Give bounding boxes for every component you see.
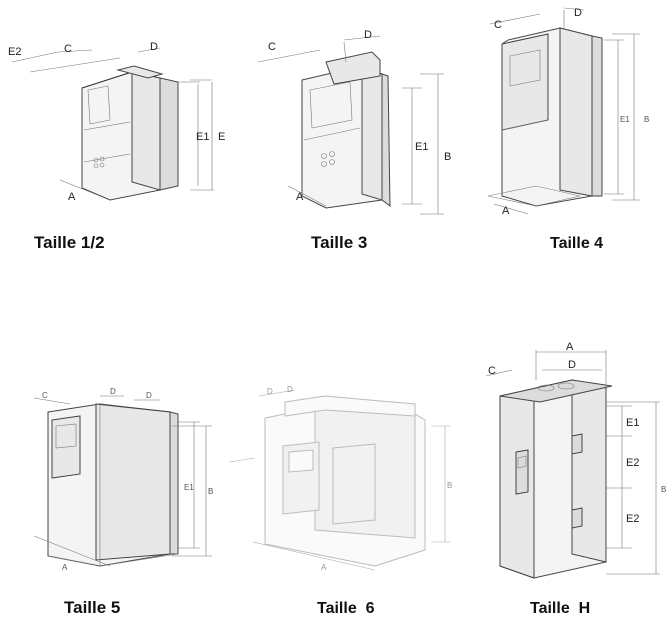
dim-label-e1: E1: [184, 483, 194, 492]
drawing-taille-5: C D D E1 B A: [0, 370, 230, 580]
dim-label-e1: E1: [626, 417, 639, 429]
dim-label-c: C: [488, 365, 496, 377]
drive-size-3-illustration: C D E1 B A: [257, 29, 451, 215]
dim-label-d-right: D: [146, 391, 152, 400]
caption-taille-3: Taille 3: [311, 233, 368, 252]
drawing-taille-h: A D C E1 E2 E2 B: [472, 340, 667, 590]
dim-label-a: A: [68, 191, 76, 203]
dim-label-e: E: [218, 131, 225, 143]
drawing-taille-1-2: E2 C D E1 E A: [0, 0, 230, 215]
dim-label-d: D: [150, 41, 158, 53]
drive-size-h-illustration: A D C E1 E2 E2 B: [485, 341, 666, 579]
drive-size-1-2-illustration: E2 C D E1 E A: [8, 41, 225, 203]
caption-taille-6: Taille 6: [317, 600, 375, 617]
dim-label-e2-upper: E2: [626, 457, 639, 469]
dim-label-c: C: [268, 41, 276, 53]
dim-label-e2-lower: E2: [626, 513, 639, 525]
dim-label-c: C: [64, 43, 72, 55]
dim-label-b: B: [661, 485, 666, 494]
dim-label-a: A: [321, 563, 327, 572]
dim-label-a: A: [502, 205, 510, 217]
dim-label-a: A: [62, 563, 68, 572]
drawing-taille-6: D D B A: [225, 370, 465, 585]
dim-label-a: A: [566, 341, 574, 353]
dim-label-b: B: [447, 481, 452, 490]
drive-size-4-illustration: C D E1 B A: [487, 7, 649, 217]
dim-label-a: A: [296, 191, 304, 203]
drawing-taille-3: C D E1 B A: [240, 0, 470, 230]
dim-label-c: C: [42, 391, 48, 400]
caption-taille-1-2: Taille 1/2: [34, 233, 105, 252]
dim-label-e1: E1: [196, 131, 209, 143]
caption-taille-5: Taille 5: [64, 598, 121, 617]
drive-size-6-illustration: D D B A: [228, 385, 452, 572]
dim-label-d: D: [574, 7, 582, 19]
dim-label-b: B: [644, 115, 649, 124]
dim-label-e1: E1: [415, 141, 428, 153]
dim-label-c: C: [494, 19, 502, 31]
dim-label-b: B: [444, 151, 451, 163]
drawing-taille-4: C D E1 B A: [480, 0, 667, 230]
dim-label-d: D: [364, 29, 372, 41]
dim-label-d-left: D: [267, 387, 273, 396]
dim-label-e1: E1: [620, 115, 630, 124]
dim-label-d-left: D: [110, 387, 116, 396]
dim-label-d-right: D: [287, 385, 293, 394]
dim-label-e2: E2: [8, 46, 21, 58]
caption-taille-h: Taille H: [530, 600, 591, 617]
dim-label-b: B: [208, 487, 213, 496]
dim-label-d: D: [568, 359, 576, 371]
caption-taille-4: Taille 4: [550, 235, 604, 252]
drive-size-5-illustration: C D D E1 B A: [33, 387, 213, 572]
